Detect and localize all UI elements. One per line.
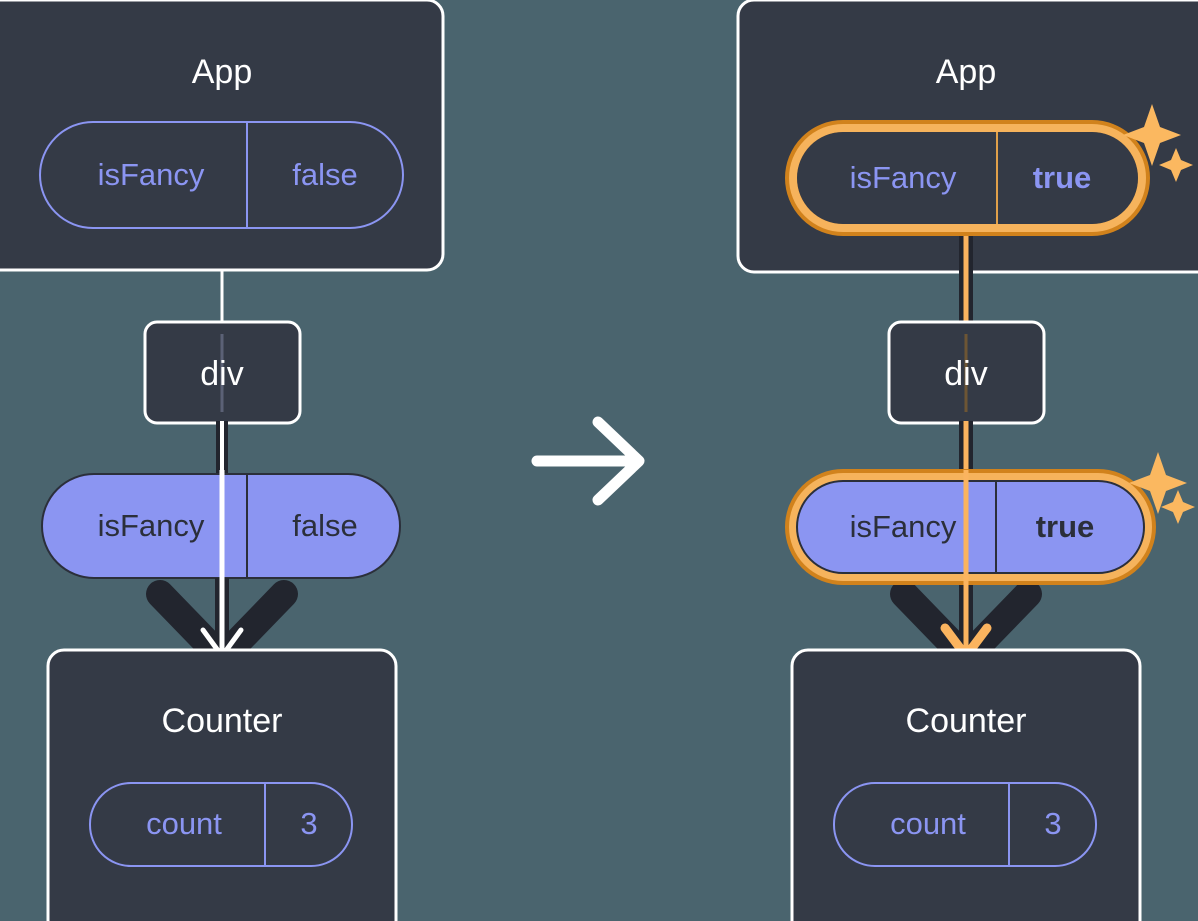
prop-pill-key-before: isFancy bbox=[98, 508, 205, 543]
app-state-pill-key-before: isFancy bbox=[98, 157, 205, 192]
div-title-before: div bbox=[200, 355, 243, 393]
counter-box-body-after bbox=[792, 650, 1140, 921]
app-title-before: App bbox=[192, 53, 253, 91]
sparkle-icon-prop-after bbox=[1129, 452, 1195, 524]
app-state-pill-key-after: isFancy bbox=[850, 160, 957, 195]
app-state-pill-after[interactable]: isFancy true bbox=[785, 120, 1150, 236]
prop-pill-value-before: false bbox=[292, 508, 357, 543]
app-state-pill-value-after: true bbox=[1033, 160, 1092, 195]
prop-pill-highlight-ring-inner-after bbox=[789, 473, 1152, 581]
div-node-after: div bbox=[887, 320, 1046, 425]
counter-box-border-after bbox=[790, 648, 1142, 921]
prop-pill-after[interactable]: isFancy true bbox=[785, 469, 1156, 585]
app-state-pill-before[interactable]: isFancy false bbox=[39, 121, 404, 229]
counter-box-border-before bbox=[46, 648, 398, 921]
counter-state-pill-after[interactable]: count 3 bbox=[833, 782, 1097, 867]
prop-pill-value-after: true bbox=[1036, 509, 1095, 544]
app-state-pill-outline-before bbox=[39, 121, 404, 229]
counter-title-before: Counter bbox=[162, 702, 283, 740]
app-box-body-before bbox=[0, 0, 443, 270]
app-state-pill-body-after bbox=[797, 132, 1138, 224]
arrow-right-icon bbox=[531, 416, 645, 506]
counter-node-before: Counter count 3 bbox=[46, 648, 398, 921]
app-box-border-after bbox=[736, 0, 1198, 274]
counter-state-pill-value-before: 3 bbox=[300, 806, 317, 841]
counter-box-body-before bbox=[48, 650, 396, 921]
app-state-pill-value-before: false bbox=[292, 157, 357, 192]
counter-state-pill-value-after: 3 bbox=[1044, 806, 1061, 841]
app-node-before: App isFancy false bbox=[0, 0, 445, 272]
div-node-before: div bbox=[143, 320, 302, 425]
counter-node-after: Counter count 3 bbox=[790, 648, 1142, 921]
sparkle-icon-app-after bbox=[1123, 104, 1193, 182]
prop-pill-body-after bbox=[796, 480, 1145, 574]
counter-state-pill-outline-after bbox=[833, 782, 1097, 867]
app-title-after: App bbox=[936, 53, 997, 91]
app-state-pill-highlight-ring-inner-after bbox=[789, 124, 1146, 232]
div-title-after: div bbox=[944, 355, 987, 393]
counter-state-pill-key-before: count bbox=[146, 806, 222, 841]
counter-state-pill-key-after: count bbox=[890, 806, 966, 841]
prop-pill-key-after: isFancy bbox=[850, 509, 957, 544]
counter-title-after: Counter bbox=[906, 702, 1027, 740]
counter-state-pill-before[interactable]: count 3 bbox=[89, 782, 353, 867]
app-box-border-before bbox=[0, 0, 445, 272]
counter-state-pill-outline-before bbox=[89, 782, 353, 867]
